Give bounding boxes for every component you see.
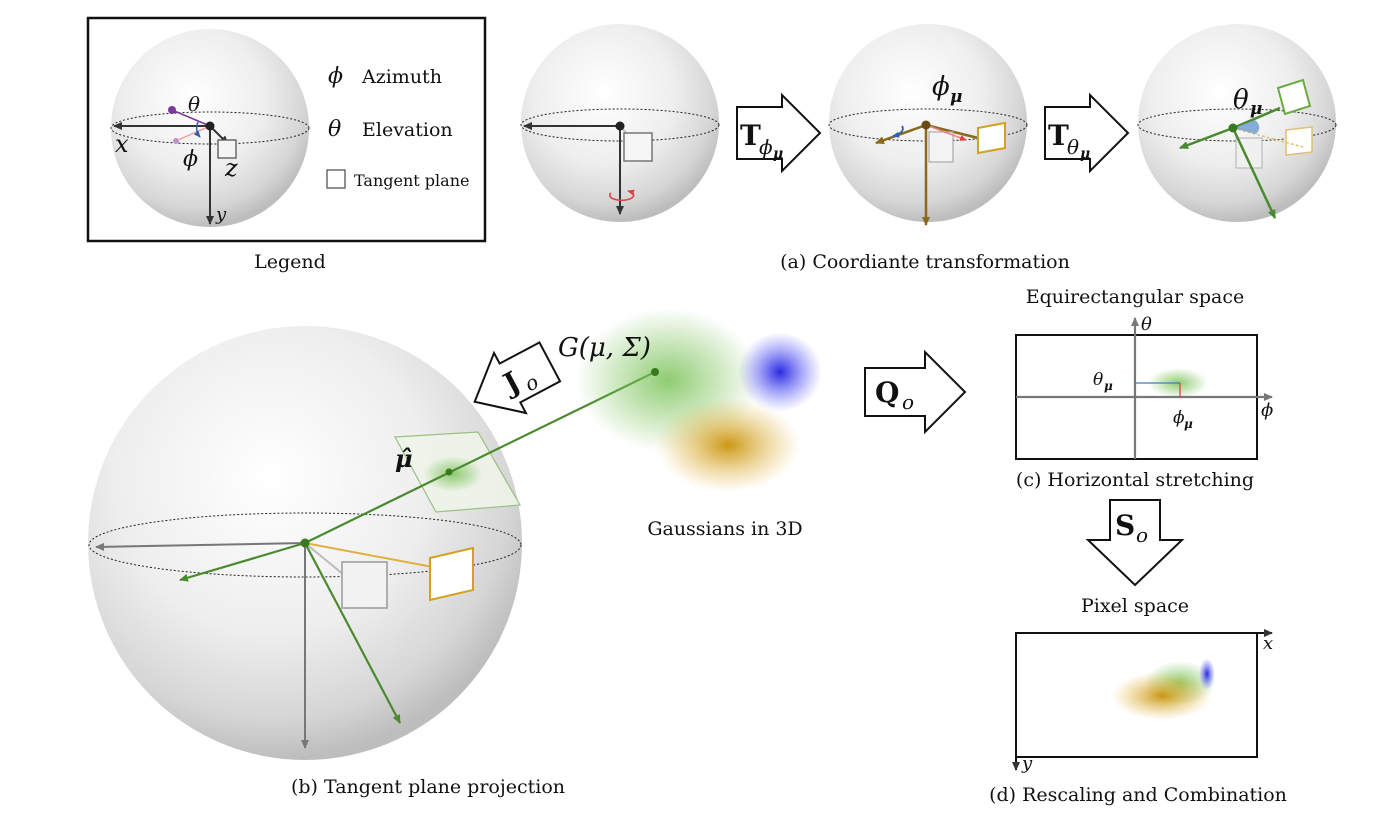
panel-b-green-x	[179, 541, 306, 582]
panel-c: Q o Equirectangular space θ ϕ θ μ ϕ μ (c…	[864, 286, 1273, 491]
panel-b-gaussian-label: G(μ, Σ)	[558, 333, 651, 363]
panel-a-sphere-3-origin	[1228, 123, 1238, 133]
panel-a-theta-mu-sub: μ	[1250, 99, 1262, 119]
legend-angle-theta: θ	[188, 92, 200, 116]
legend-tangent-plane-icon	[326, 169, 346, 189]
panel-d-axis-x-label: x	[1263, 633, 1273, 654]
panel-c-arrow-q-sub: o	[902, 390, 914, 414]
panel-b-equator	[88, 512, 522, 578]
panel-a-sphere-2-phi-arc	[892, 125, 904, 138]
legend-item-elevation-text: Elevation	[362, 119, 453, 141]
panel-a-arrow-t-phi-subsub: μ	[773, 146, 783, 162]
legend-direction-line	[171, 109, 211, 127]
panel-a: T ϕ μ ϕ μ T θ μ θ μ (a) Coordia	[520, 24, 1337, 273]
panel-c-arrow-q	[864, 349, 967, 435]
panel-a-sphere-3-equator	[1137, 108, 1337, 142]
panel-b-tangent-plane-gold	[429, 546, 474, 602]
panel-b-mu-hat-point	[445, 468, 453, 476]
legend-axis-z-label: z	[224, 154, 238, 182]
panel-c-axis-phi-label: ϕ	[1261, 400, 1273, 421]
panel-a-sphere-3	[1138, 24, 1336, 222]
panel-c-phi-mu-label: ϕ	[1173, 408, 1185, 428]
panel-b: μ̂ G(μ, Σ) Gaussians in 3D J o (b) Tange…	[88, 308, 822, 798]
panel-a-sphere-3-tangent-plane	[1276, 78, 1312, 116]
panel-b-gaussian-blue	[738, 332, 822, 412]
panel-c-arrow-q-main: Q	[875, 376, 899, 409]
panel-a-arrow-t-theta-subsub: μ	[1080, 146, 1090, 162]
panel-a-sphere-3-axis-y	[1231, 127, 1277, 219]
panel-c-theta-mu-sub: μ	[1104, 379, 1113, 393]
panel-d-title: Pixel space	[1081, 595, 1189, 617]
panel-a-sphere-3-axis-z	[1232, 106, 1281, 130]
legend-angle-phi: ϕ	[183, 147, 198, 172]
panel-a-sphere-3-axis-x	[1179, 126, 1234, 150]
panel-d-caption: (d) Rescaling and Combination	[989, 784, 1287, 806]
legend-projected-point	[173, 138, 179, 144]
panel-c-theta-mu-label: θ	[1093, 370, 1103, 390]
panel-b-projected-gaussian	[423, 456, 483, 492]
panel-a-rotation-indicator	[608, 189, 635, 202]
panel-a-arrow-t-theta-main: T	[1048, 119, 1069, 152]
panel-a-sphere-2-old-z	[925, 124, 967, 141]
legend-axis-x-label: x	[115, 130, 129, 158]
panel-d-arrow-s-main: S	[1115, 509, 1135, 542]
legend-theta-arc	[193, 121, 201, 138]
panel-a-sphere-3-theta-wedge	[1233, 120, 1260, 134]
panel-a-phi-mu-label: ϕ	[932, 72, 950, 102]
panel-d-gaussian-blue	[1199, 658, 1215, 690]
panel-c-caption: (c) Horizontal stretching	[1016, 469, 1254, 491]
panel-b-green-y	[304, 542, 401, 724]
panel-b-arrow-j: J o	[473, 341, 562, 415]
legend-item-azimuth-text: Azimuth	[361, 66, 442, 88]
legend-frame	[86, 16, 487, 243]
panel-a-sphere-1-origin	[615, 121, 625, 131]
panel-d: S o Pixel space x y (d) Rescaling and Co…	[989, 499, 1287, 806]
legend-point-marker	[168, 106, 176, 114]
panel-d-arrow-s	[1085, 499, 1185, 587]
panel-b-mu-point	[651, 368, 659, 376]
panel-b-caption: (b) Tangent plane projection	[291, 776, 565, 798]
legend-tangent-plane-small	[217, 139, 237, 159]
panel-a-arrow-t-phi-sub: ϕ	[759, 135, 773, 159]
panel-c-phi-mu-sub: μ	[1184, 417, 1193, 431]
panel-c-title: Equirectangular space	[1026, 286, 1245, 308]
panel-a-sphere-3-old-z	[1232, 127, 1304, 148]
legend-item-tangent-text: Tangent plane	[354, 171, 469, 190]
legend-panel: x y z θ ϕ ϕ Azimuth θ Elevation Tangent …	[86, 16, 487, 273]
panel-a-caption: (a) Coordiante transformation	[780, 251, 1070, 273]
panel-a-sphere-1-equator	[520, 108, 720, 142]
panel-b-tangent-plane-gray	[341, 561, 388, 609]
panel-d-axis-y-label: y	[1021, 753, 1033, 774]
panel-b-mu-hat-label: μ̂	[395, 444, 413, 473]
panel-a-sphere-1-tangent-plane	[623, 132, 653, 162]
panel-a-arrow-t-phi	[736, 92, 822, 174]
panel-a-phi-mu-sub: μ	[950, 87, 962, 107]
panel-a-arrow-t-theta-sub: θ	[1067, 135, 1079, 159]
legend-equator	[110, 111, 310, 145]
panel-b-origin	[300, 538, 310, 548]
panel-a-theta-mu-label: θ	[1233, 85, 1249, 115]
panel-a-sphere-3-old-plane-2	[1285, 126, 1313, 156]
panel-c-axis-theta-label: θ	[1141, 314, 1152, 335]
legend-origin	[205, 121, 215, 131]
panel-d-arrow-s-sub: o	[1136, 523, 1148, 547]
panel-a-sphere-2-equator	[828, 108, 1028, 142]
legend-caption: Legend	[254, 251, 326, 273]
panel-a-sphere-2-axis-x	[875, 123, 927, 145]
panel-b-axis-x	[95, 542, 306, 551]
panel-d-gaussian-gold	[1112, 672, 1212, 720]
panel-a-sphere-2-tangent-plane	[977, 121, 1006, 155]
panel-b-gaussians-caption: Gaussians in 3D	[647, 518, 802, 540]
legend-item-elevation-symbol: θ	[328, 117, 341, 142]
panel-a-arrow-t-theta	[1044, 92, 1130, 174]
panel-a-sphere-2-old-plane	[928, 131, 954, 163]
legend-item-azimuth-symbol: ϕ	[328, 64, 343, 89]
panel-b-gold-direction	[304, 542, 439, 571]
panel-b-gaussian-gold	[656, 398, 800, 492]
panel-a-sphere-2-origin	[921, 120, 931, 130]
panel-a-arrow-t-phi-main: T	[740, 119, 761, 152]
legend-axis-y-label: y	[215, 204, 227, 225]
